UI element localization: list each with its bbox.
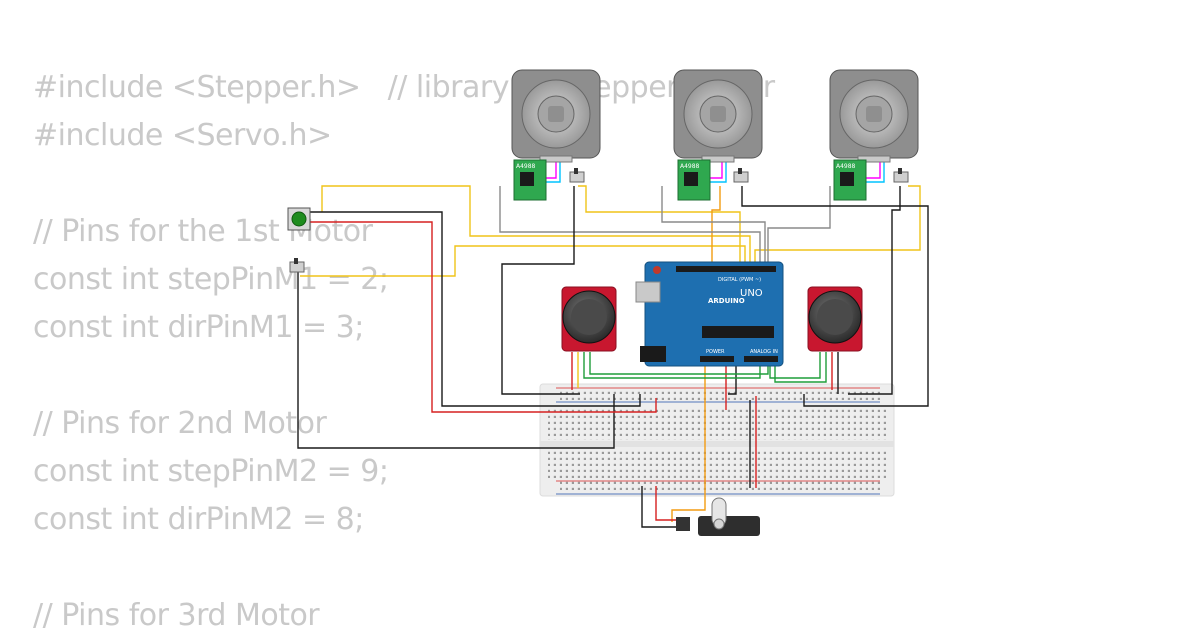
driver-board-2: A4988: [677, 159, 711, 201]
driver-label-1: A4988: [516, 163, 536, 170]
arduino-brand: ARDUINO: [708, 297, 745, 305]
code-line-2: #include <Servo.h>: [33, 118, 332, 153]
joystick-1: [561, 286, 617, 352]
stepper-motor-2: [673, 69, 763, 163]
arduino-uno: ARDUINO UNO DIGITAL (PWM ~) POWER ANALOG…: [635, 261, 784, 367]
driver-label-2: A4988: [680, 163, 700, 170]
slide-switch-3: [893, 168, 909, 183]
stepper-motor-1: [511, 69, 601, 163]
slide-switch-2: [733, 168, 749, 183]
wires: [297, 162, 929, 528]
breadboard: [539, 383, 895, 497]
code-line-12: // Pins for 3rd Motor: [33, 598, 320, 633]
code-line-8: // Pins for 2nd Motor: [33, 406, 327, 441]
slide-switch-4: [289, 258, 305, 273]
arduino-model: UNO: [740, 288, 763, 299]
driver-board-1: A4988: [513, 159, 547, 201]
servo: [676, 497, 760, 536]
joystick-2: [807, 286, 863, 352]
code-line-10: const int dirPinM2 = 8;: [33, 502, 364, 537]
slide-switch-1: [569, 168, 585, 183]
push-button: [287, 207, 311, 231]
arduino-power-label: POWER: [706, 349, 725, 355]
code-line-9: const int stepPinM2 = 9;: [33, 454, 389, 489]
code-line-4: // Pins for the 1st Motor: [33, 214, 373, 249]
driver-board-3: A4988: [833, 159, 867, 201]
code-line-6: const int dirPinM1 = 3;: [33, 310, 364, 345]
arduino-digital-label: DIGITAL (PWM ~): [718, 277, 761, 283]
arduino-analog-label: ANALOG IN: [750, 349, 778, 355]
driver-label-3: A4988: [836, 163, 856, 170]
stepper-motor-3: [829, 69, 919, 163]
